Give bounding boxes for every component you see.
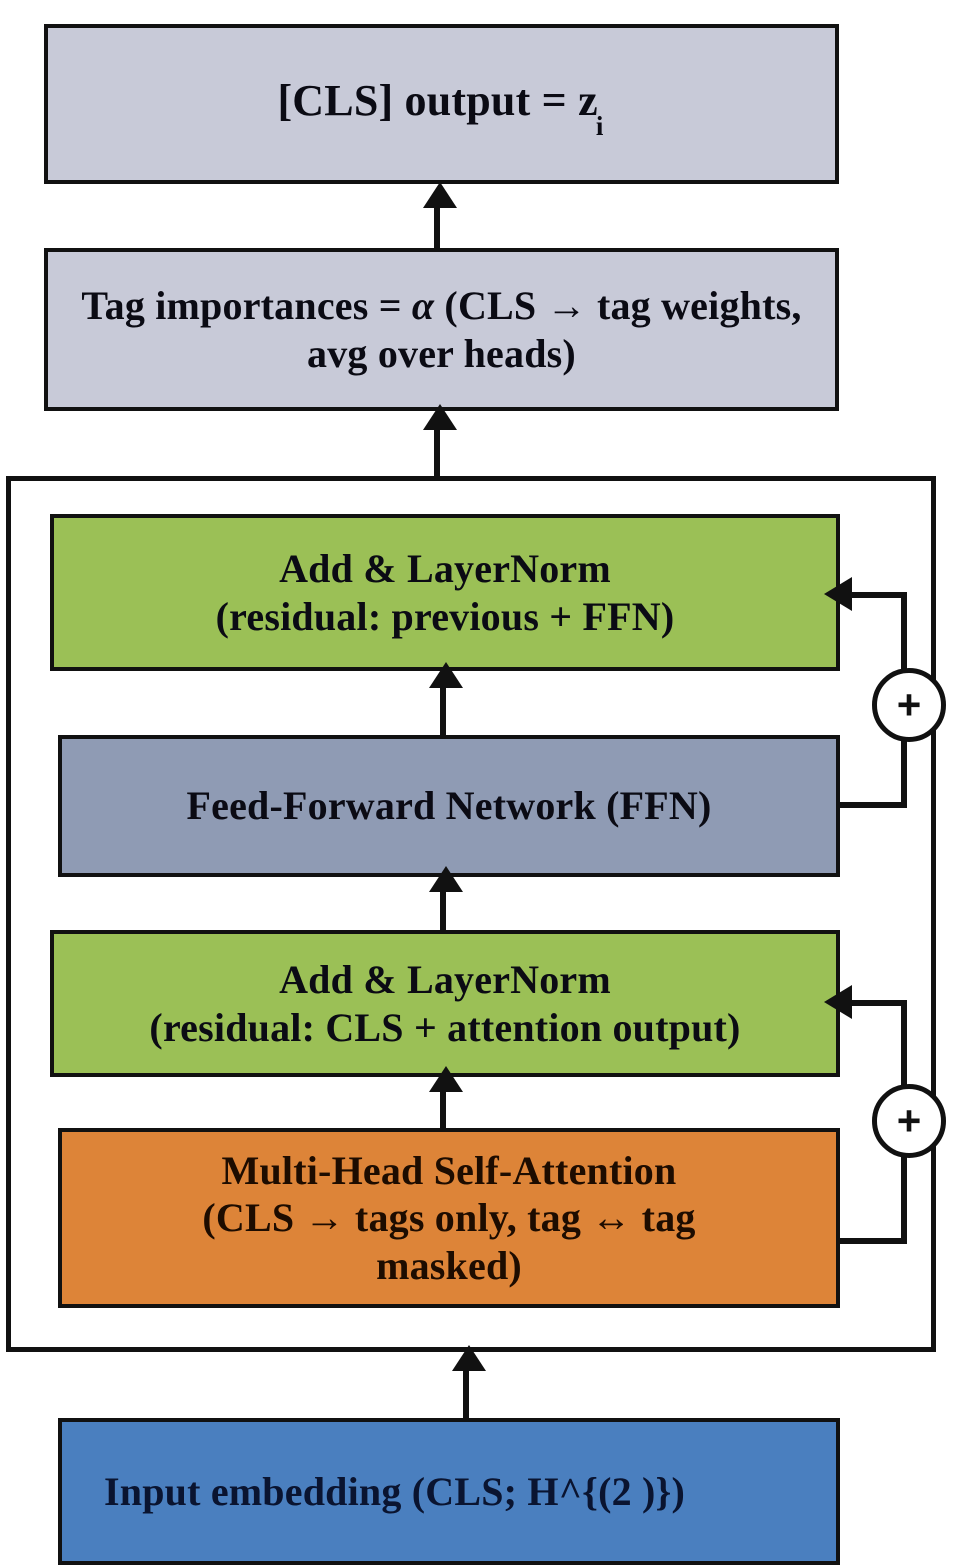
add-layernorm-attention-text: Add & LayerNorm (residual: CLS + attenti…	[68, 956, 822, 1050]
multi-head-self-attention-node: Multi-Head Self-Attention (CLS → tags on…	[58, 1128, 840, 1308]
arrow-ffn-to-addlayernorm-head	[429, 662, 463, 688]
mhsa-line2: (CLS → tags only, tag ↔ tag	[202, 1195, 696, 1241]
residual-ffn-lower-segment	[901, 726, 907, 808]
add-layernorm-attention-line2: (residual: CLS + attention output)	[149, 1004, 741, 1050]
add-layernorm-attention-node: Add & LayerNorm (residual: CLS + attenti…	[50, 930, 840, 1077]
arrow-inputembedding-to-encoder-line	[463, 1360, 469, 1418]
tag-importances-node: Tag importances = α (CLS → tag weights, …	[44, 248, 839, 411]
arrow-inputembedding-to-encoder-head	[452, 1345, 486, 1371]
arrow-tagimportances-to-clsoutput-head	[423, 182, 457, 208]
residual-ffn-bottom-segment	[838, 802, 907, 808]
tag-importances-text: Tag importances = α (CLS → tag weights, …	[62, 282, 821, 376]
cls-output-text: [CLS] output = zi	[62, 75, 821, 141]
add-layernorm-ffn-line1: Add & LayerNorm	[279, 546, 611, 592]
add-layernorm-ffn-line2: (residual: previous + FFN)	[215, 593, 675, 639]
input-embedding-label: Input embedding (CLS; H^{(2 )})	[104, 1468, 686, 1514]
cls-output-subscript: i	[595, 110, 604, 141]
arrow-mhsa-to-addlayernorm-line	[440, 1080, 446, 1132]
feed-forward-network-node: Feed-Forward Network (FFN)	[58, 735, 840, 877]
cls-output-label: [CLS] output = z	[277, 76, 598, 126]
tag-importances-prefix: Tag importances =	[81, 283, 412, 329]
multi-head-self-attention-text: Multi-Head Self-Attention (CLS → tags on…	[76, 1147, 822, 1289]
mhsa-line1: Multi-Head Self-Attention	[221, 1148, 677, 1194]
arrow-mhsa-to-addlayernorm-head	[429, 1066, 463, 1092]
add-layernorm-ffn-node: Add & LayerNorm (residual: previous + FF…	[50, 514, 840, 671]
arrow-ffn-to-addlayernorm-line	[440, 676, 446, 738]
mhsa-line3: masked)	[376, 1242, 522, 1288]
residual-plus-attention-icon: +	[872, 1084, 946, 1158]
residual-ffn-arrow-head	[824, 577, 852, 611]
residual-attention-arrow-head	[824, 985, 852, 1019]
alpha-symbol: α	[411, 283, 435, 329]
residual-attention-lower-segment	[901, 1142, 907, 1244]
arrow-addlayernorm-to-ffn-head	[429, 866, 463, 892]
arrow-tagimportances-to-clsoutput-line	[434, 196, 440, 250]
feed-forward-network-label: Feed-Forward Network (FFN)	[186, 783, 712, 829]
residual-plus-ffn-icon: +	[872, 668, 946, 742]
tag-importances-suffix: (CLS → tag weights, avg over heads)	[307, 283, 802, 376]
cls-output-node: [CLS] output = zi	[44, 24, 839, 184]
residual-ffn-upper-segment	[901, 592, 907, 674]
residual-ffn-top-segment	[847, 592, 907, 598]
add-layernorm-ffn-text: Add & LayerNorm (residual: previous + FF…	[68, 545, 822, 639]
arrow-addlayernorm-to-ffn-line	[440, 880, 446, 934]
residual-attention-upper-segment	[901, 1000, 907, 1090]
residual-attention-bottom-segment	[838, 1238, 907, 1244]
arrow-encoder-to-tagimportances-head	[423, 404, 457, 430]
add-layernorm-attention-line1: Add & LayerNorm	[279, 957, 611, 1003]
arrow-encoder-to-tagimportances-line	[434, 418, 440, 480]
residual-attention-top-segment	[847, 1000, 907, 1006]
input-embedding-node: Input embedding (CLS; H^{(2 )})	[58, 1418, 840, 1565]
